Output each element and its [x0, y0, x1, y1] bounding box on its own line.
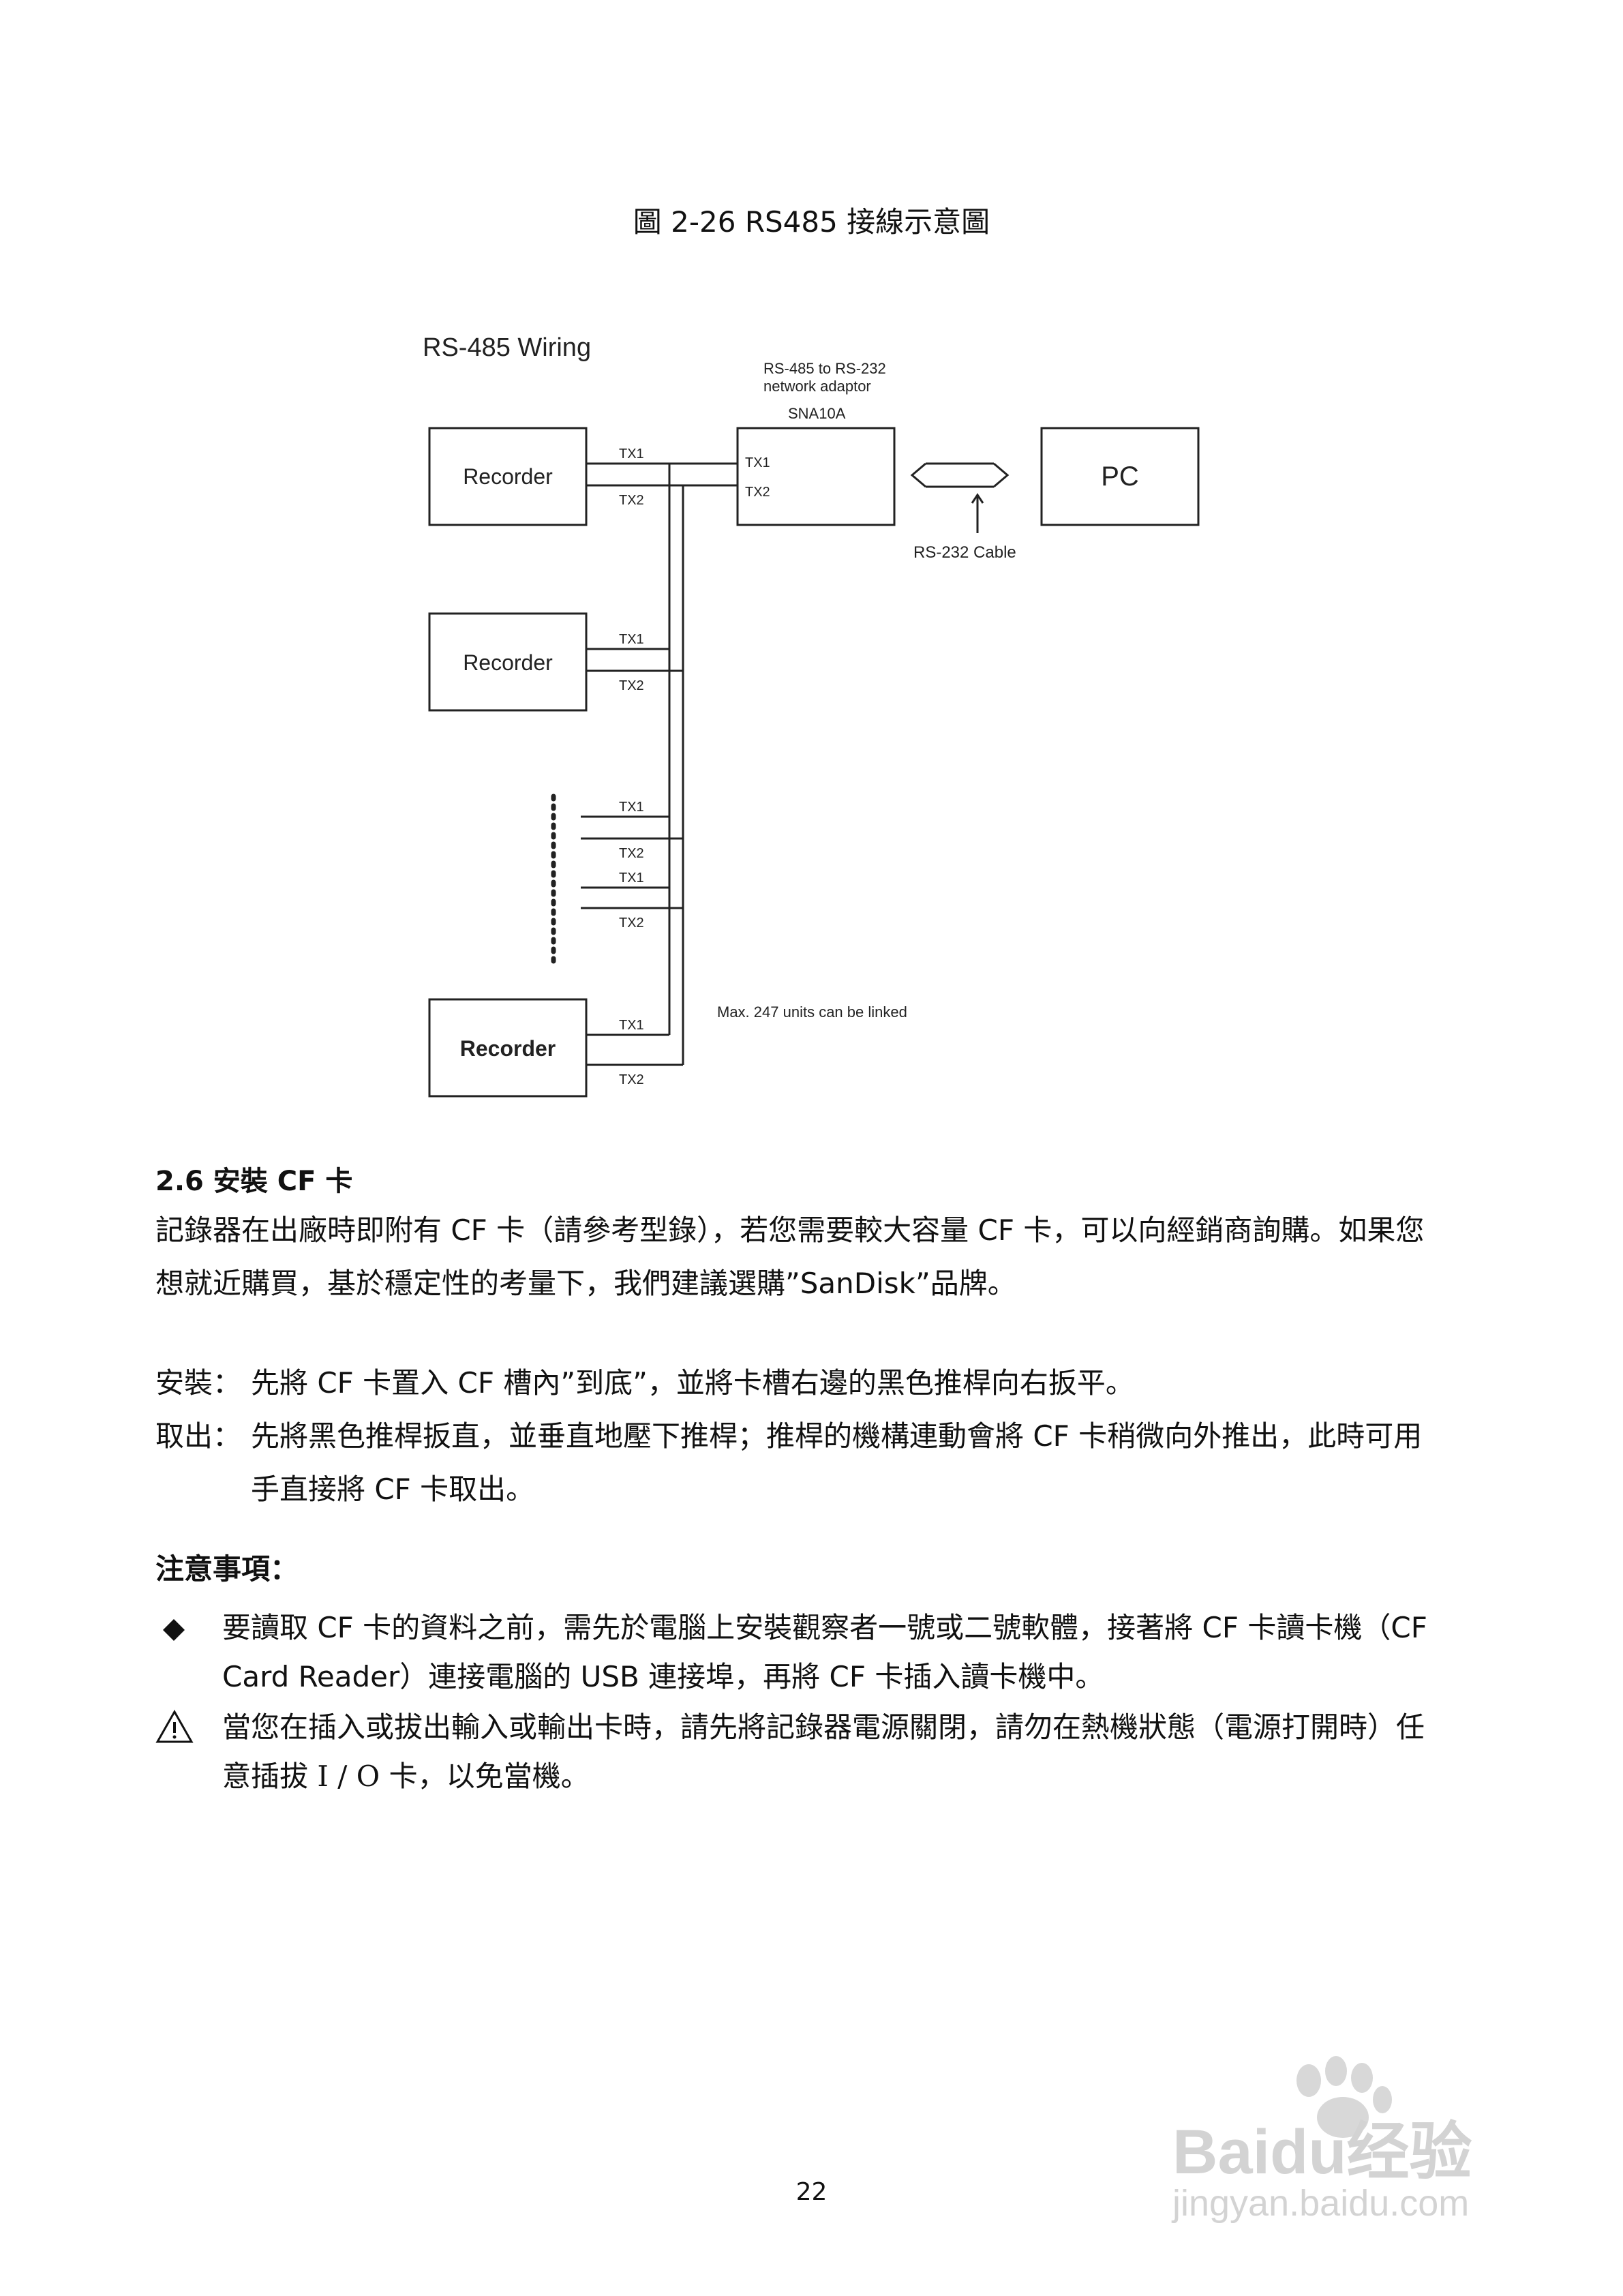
note-item-1-text: 要讀取 CF 卡的資料之前，需先於電腦上安裝觀察者一號或二號軟體，接著將 CF … — [222, 1611, 1427, 1693]
adaptor-desc-line2: network adaptor — [763, 378, 871, 395]
note-item-2: 當您在插入或拔出輸入或輸出卡時，請先將記錄器電源關閉，請勿在熱機狀態（電源打開時… — [155, 1703, 1444, 1801]
intro-paragraph: 記錄器在出廠時即附有 CF 卡（請參考型錄），若您需要較大容量 CF 卡，可以向… — [155, 1213, 1425, 1300]
diamond-bullet-icon — [163, 1619, 185, 1641]
recorder3-tx1: TX1 — [619, 1018, 644, 1033]
recorder1-tx2: TX2 — [619, 493, 644, 508]
adaptor-box — [736, 427, 896, 526]
install-text: 先將 CF 卡置入 CF 槽內”到底”，並將卡槽右邊的黑色推桿向右扳平。 — [251, 1366, 1134, 1400]
tap2-tx2: TX2 — [619, 916, 644, 931]
recorder-box-3 — [428, 998, 588, 1098]
up-arrow-icon — [971, 493, 984, 533]
adaptor-model: SNA10A — [788, 405, 846, 422]
watermark-brand: Baidu经验 — [1172, 2117, 1472, 2187]
recorder-label-1: Recorder — [463, 464, 553, 489]
install-label: 安裝： — [155, 1366, 242, 1400]
tap1-tx2: TX2 — [619, 846, 644, 861]
recorder2-tx2: TX2 — [619, 678, 644, 693]
section-heading: 2.6 安裝 CF 卡 — [155, 1166, 353, 1197]
adaptor-tx2: TX2 — [745, 485, 770, 500]
remove-instruction: 取出： 先將黑色推桿扳直，並垂直地壓下推桿；推桿的機構連動會將 CF 卡稍微向外推… — [155, 1410, 1444, 1516]
remove-text: 先將黑色推桿扳直，並垂直地壓下推桿；推桿的機構連動會將 CF 卡稍微向外推出，此… — [251, 1419, 1423, 1506]
tap1-tx1: TX1 — [619, 800, 644, 815]
pc-box — [1040, 427, 1200, 526]
figure-caption: 圖 2-26 RS485 接線示意圖 — [633, 205, 990, 239]
diagram-title: RS-485 Wiring — [423, 333, 591, 362]
recorder3-tx2: TX2 — [619, 1072, 644, 1087]
note-item-1: 要讀取 CF 卡的資料之前，需先於電腦上安裝觀察者一號或二號軟體，接著將 CF … — [155, 1603, 1444, 1702]
adaptor-desc-line1: RS-485 to RS-232 — [763, 360, 886, 377]
pc-label: PC — [1101, 462, 1139, 492]
recorder-box-2 — [428, 612, 588, 712]
warning-icon — [155, 1710, 194, 1743]
cable-label: RS-232 Cable — [913, 543, 1016, 562]
page-number: 22 — [795, 2178, 828, 2206]
watermark-url: jingyan.baidu.com — [1171, 2183, 1469, 2224]
note-item-2-text: 當您在插入或拔出輸入或輸出卡時，請先將記錄器電源關閉，請勿在熱機狀態（電源打開時… — [222, 1710, 1425, 1793]
install-instruction: 安裝： 先將 CF 卡置入 CF 槽內”到底”，並將卡槽右邊的黑色推桿向右扳平。 — [155, 1357, 1444, 1410]
bidirectional-arrow-icon — [910, 462, 1010, 488]
notes-heading: 注意事項： — [155, 1552, 299, 1586]
rs485-wiring-diagram: RS-485 Wiring RS-485 to RS-232 network a… — [423, 333, 1200, 1098]
adaptor-tx1: TX1 — [745, 455, 770, 470]
tap2-tx1: TX1 — [619, 871, 644, 886]
recorder2-tx1: TX1 — [619, 632, 644, 647]
recorder-label-3: Recorder — [460, 1036, 556, 1061]
recorder-label-2: Recorder — [463, 650, 553, 675]
max-units-note: Max. 247 units can be linked — [717, 1003, 907, 1021]
recorder-box-1 — [428, 427, 588, 526]
remove-label: 取出： — [155, 1419, 242, 1453]
baidu-watermark-logo: Baidu经验 jingyan.baidu.com — [1171, 2056, 1472, 2224]
recorder1-tx1: TX1 — [619, 447, 644, 462]
